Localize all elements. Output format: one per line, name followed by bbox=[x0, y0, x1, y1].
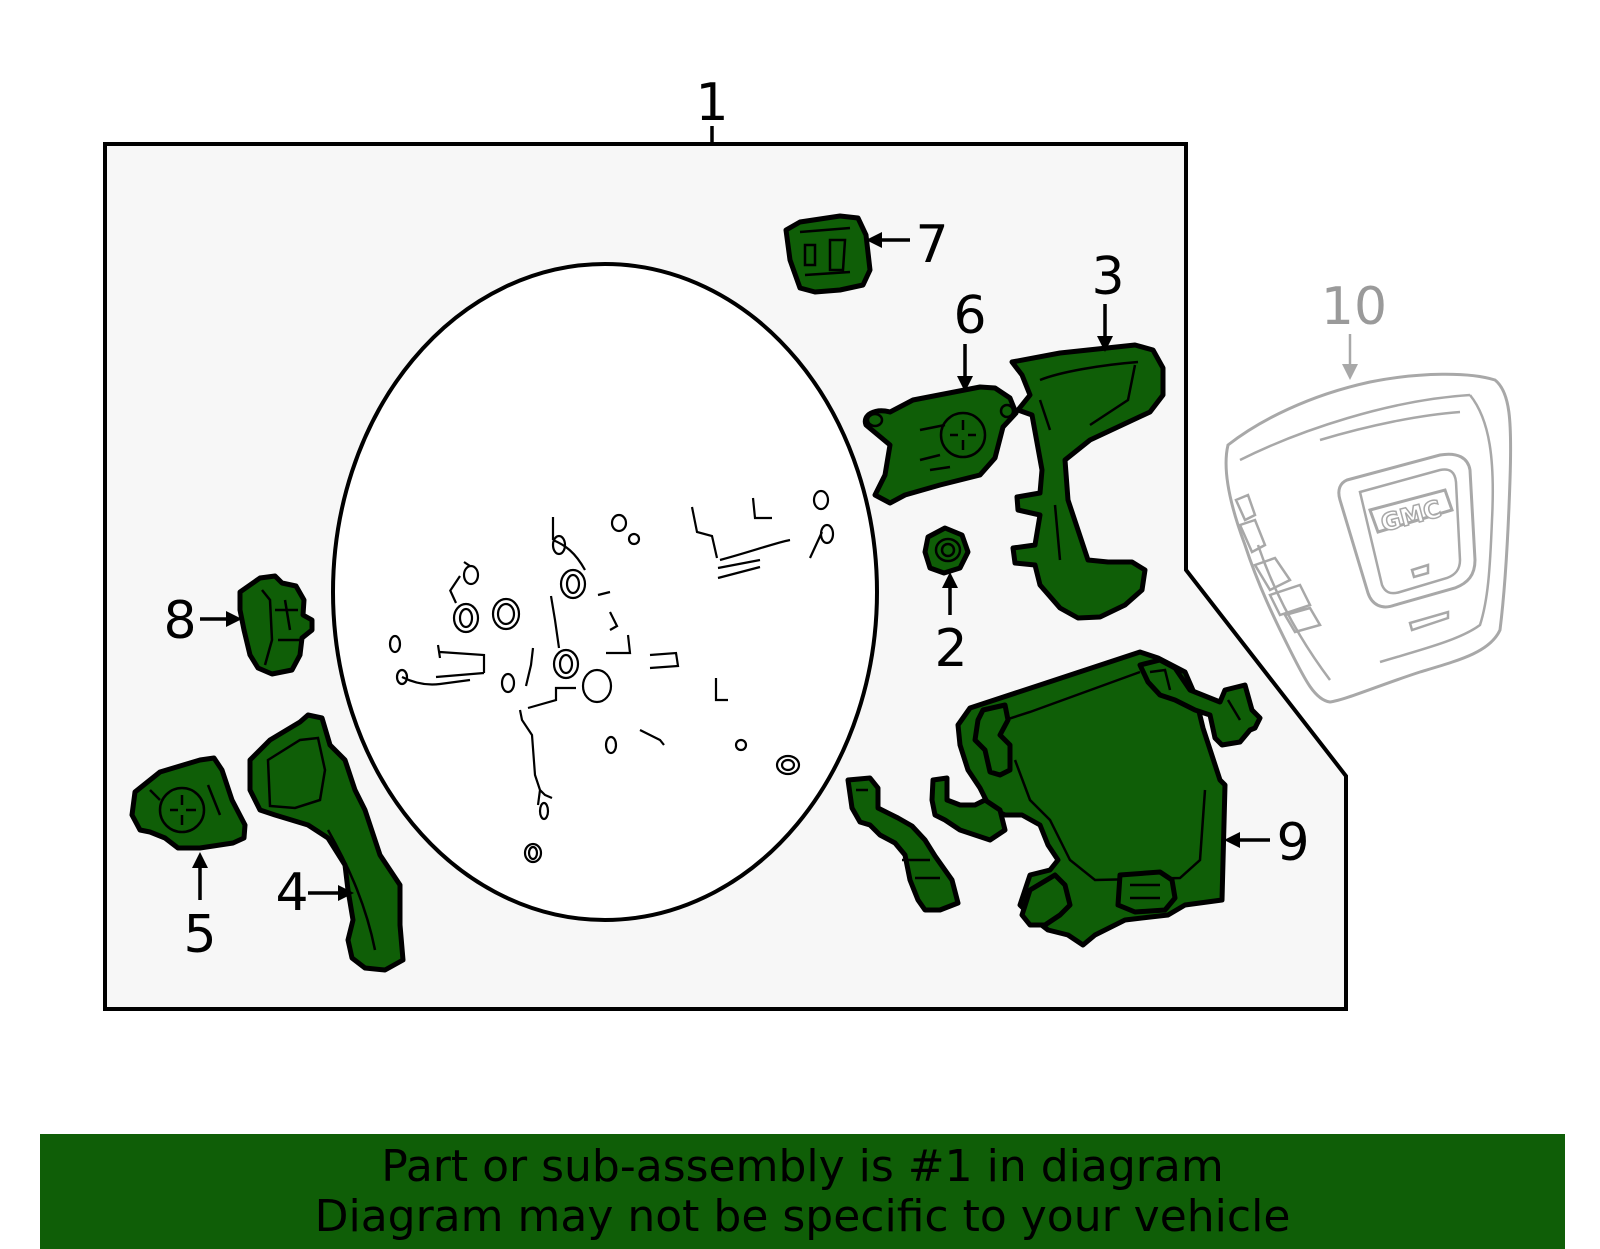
part-9-wiring-harness[interactable] bbox=[845, 649, 1263, 948]
steering-wheel bbox=[331, 262, 879, 922]
callout-10: 10 bbox=[1321, 277, 1387, 337]
airbag-logo: GMC bbox=[1378, 495, 1444, 538]
part-6-control-switch[interactable] bbox=[862, 384, 1019, 506]
callout-7: 7 bbox=[915, 215, 948, 275]
callout-2: 2 bbox=[934, 619, 967, 679]
callout-8: 8 bbox=[163, 591, 196, 651]
callout-5: 5 bbox=[183, 905, 216, 965]
callout-9: 9 bbox=[1276, 813, 1309, 873]
footer-banner: Part or sub-assembly is #1 in diagram Di… bbox=[40, 1134, 1565, 1249]
part-8-left-switch[interactable] bbox=[237, 573, 315, 677]
part-3-right-shroud[interactable] bbox=[1009, 342, 1166, 621]
part-4-left-shroud[interactable] bbox=[247, 712, 406, 973]
part-2-nut[interactable] bbox=[922, 525, 971, 576]
callout-3: 3 bbox=[1091, 247, 1124, 307]
callout-6: 6 bbox=[953, 286, 986, 346]
callout-4: 4 bbox=[275, 863, 308, 923]
callout-arrows bbox=[192, 232, 1358, 901]
callout-1: 1 bbox=[695, 73, 728, 133]
part-10-airbag[interactable]: GMC bbox=[1224, 372, 1513, 704]
footer-line-1: Part or sub-assembly is #1 in diagram bbox=[381, 1141, 1224, 1192]
part-7-switch[interactable] bbox=[783, 213, 873, 295]
footer-line-2: Diagram may not be specific to your vehi… bbox=[314, 1191, 1291, 1242]
part-5-control-switch[interactable] bbox=[129, 755, 248, 851]
